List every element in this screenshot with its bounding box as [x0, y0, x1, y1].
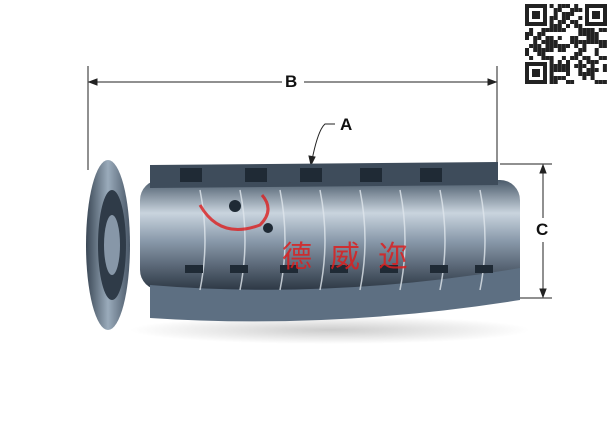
leader-a [308, 123, 335, 167]
label-b: B [285, 72, 298, 91]
dimension-c-line [500, 163, 552, 299]
shadow [130, 316, 530, 344]
label-c: C [536, 220, 549, 239]
dimension-b-line [87, 66, 498, 170]
label-a: A [340, 115, 353, 134]
qr-code [524, 3, 608, 85]
watermark-logo-icon [198, 194, 270, 231]
rotary-union [86, 160, 520, 330]
watermark-text: 德威迩 [282, 240, 426, 275]
